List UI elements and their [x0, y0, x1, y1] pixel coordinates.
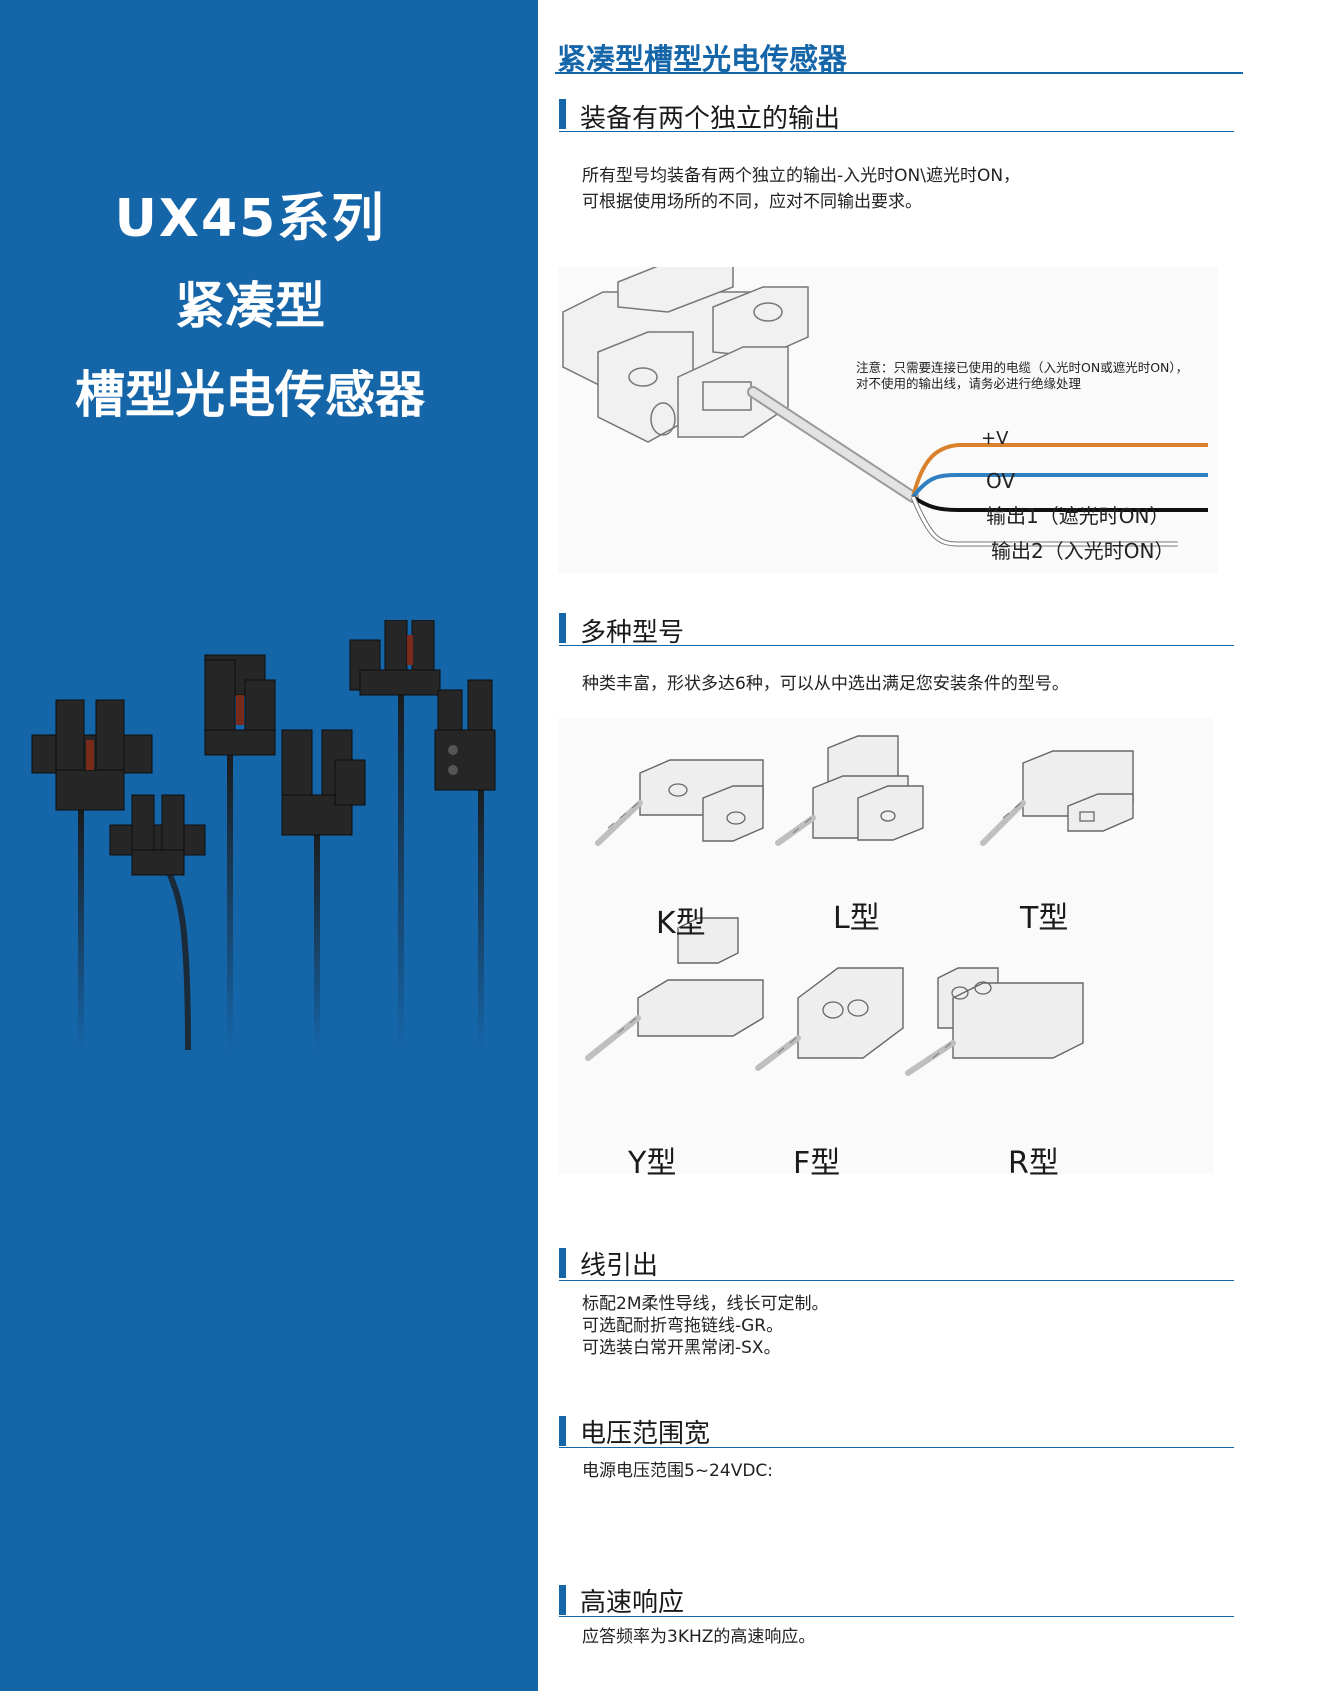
section-heading-cable: 线引出 — [580, 1251, 659, 1281]
sensors-product-photo — [31, 620, 496, 1050]
wire-label-vplus: +V — [981, 428, 1009, 449]
wire-label-0v: OV — [986, 469, 1016, 493]
section-text-line: 标配2M柔性导线，线长可定制。 — [582, 1294, 829, 1314]
section-text-line: 所有型号均装备有两个独立的输出-入光时ON\遮光时ON， — [582, 166, 1021, 186]
section-marker — [559, 613, 566, 643]
model-label-r: R型 — [1008, 1146, 1059, 1181]
wiring-note-line: 注意：只需要连接已使用的电缆（入光时ON或遮光时ON）， — [856, 360, 1189, 375]
wire-label-output2: 输出2（入光时ON） — [991, 539, 1175, 563]
hero-subtitle-compact: 紧凑型 — [175, 277, 325, 335]
section-text-line: 种类丰富，形状多达6种，可以从中选出满足您安装条件的型号。 — [582, 674, 1069, 694]
title-underline — [555, 72, 1243, 74]
wiring-note: 注意：只需要连接已使用的电缆（入光时ON或遮光时ON）， 对不使用的输出线，请务… — [856, 360, 1188, 392]
sensor-wiring-illustration — [562, 261, 1208, 547]
section-heading-voltage: 电压范围宽 — [580, 1419, 711, 1449]
section-rule — [559, 1447, 1234, 1448]
section-text-line: 应答频率为3KHZ的高速响应。 — [582, 1627, 816, 1647]
model-label-l: L型 — [833, 901, 880, 936]
page-title: 紧凑型槽型光电传感器 — [557, 42, 848, 76]
model-shapes-illustration — [585, 735, 1134, 1076]
section-heading-speed: 高速响应 — [580, 1588, 685, 1618]
models-diagram: K型 L型 T型 Y型 F型 R型 — [558, 718, 1213, 1181]
wiring-diagram: +V OV 输出1（遮光时ON） 输出2（入光时ON） — [558, 261, 1218, 573]
model-label-f: F型 — [793, 1146, 841, 1181]
section-rule — [559, 645, 1234, 646]
section-rule — [559, 1280, 1234, 1281]
section-marker — [559, 99, 566, 129]
model-label-y: Y型 — [628, 1146, 677, 1181]
hero-subtitle-sensor: 槽型光电传感器 — [75, 366, 425, 424]
section-marker — [559, 1416, 566, 1446]
section-rule — [559, 1616, 1234, 1617]
wire-label-output1: 输出1（遮光时ON） — [986, 504, 1170, 528]
section-text-line: 可选配耐折弯拖链线-GR。 — [582, 1316, 784, 1336]
left-blue-panel: UX45系列 紧凑型 槽型光电传感器 — [0, 0, 538, 1691]
section-marker — [559, 1585, 566, 1615]
section-heading-models: 多种型号 — [580, 618, 685, 648]
section-heading-dual-output: 装备有两个独立的输出 — [580, 104, 841, 134]
section-text-line: 电源电压范围5~24VDC: — [582, 1461, 774, 1481]
wiring-note-line: 对不使用的输出线，请务必进行绝缘处理 — [856, 376, 1082, 391]
section-marker — [559, 1248, 566, 1278]
model-label-k: K型 — [656, 906, 706, 941]
model-label-t: T型 — [1020, 901, 1069, 936]
section-rule — [559, 131, 1234, 132]
section-text-line: 可根据使用场所的不同，应对不同输出要求。 — [582, 192, 922, 212]
hero-series-title: UX45系列 — [114, 189, 386, 249]
section-text-line: 可选装白常开黑常闭-SX。 — [582, 1338, 781, 1358]
